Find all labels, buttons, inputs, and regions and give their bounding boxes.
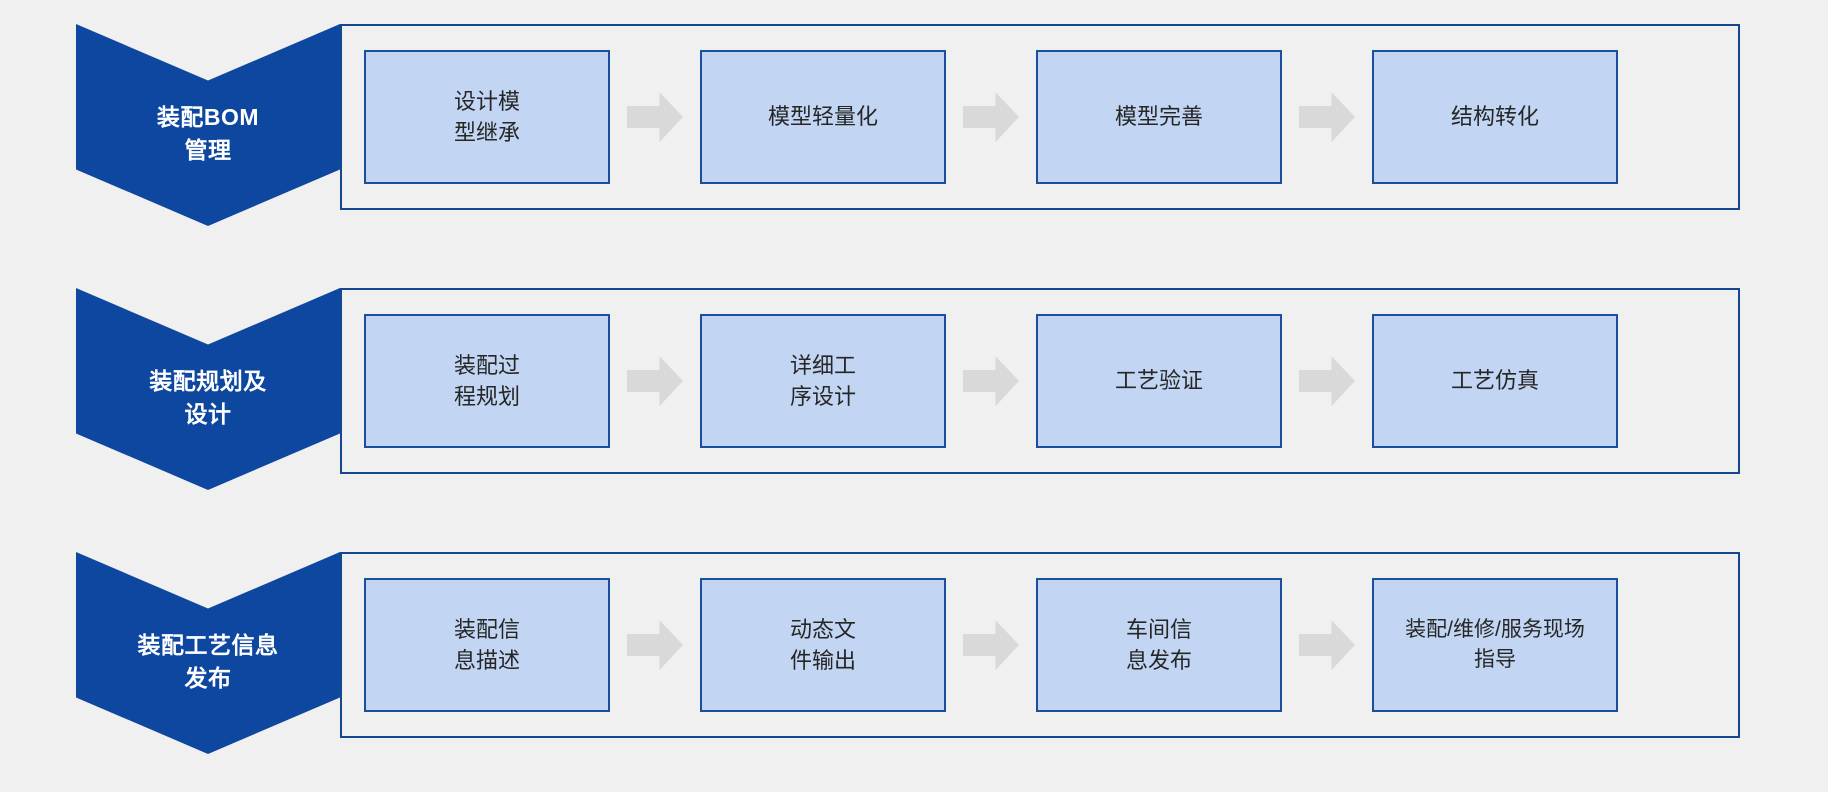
right-arrow-icon — [1299, 92, 1355, 142]
step-box-2-3[interactable]: 工艺验证 — [1036, 314, 1282, 448]
step-label-2-3: 工艺验证 — [1114, 368, 1203, 394]
step-label-1-4: 结构转化 — [1450, 104, 1539, 130]
stage-banner-label-1: 装配BOM 管理 — [156, 103, 260, 163]
stage-banner-label-2: 装配规划及 设计 — [149, 367, 267, 427]
right-arrow-icon — [963, 356, 1019, 406]
step-box-3-2[interactable]: 动态文 件输出 — [700, 578, 946, 712]
right-arrow-icon — [627, 620, 683, 670]
step-label-2-4: 工艺仿真 — [1450, 368, 1539, 394]
step-label-3-2: 动态文 件输出 — [789, 616, 856, 673]
step-label-1-2: 模型轻量化 — [767, 104, 878, 130]
step-box-1-2[interactable]: 模型轻量化 — [700, 50, 946, 184]
step-label-3-4: 装配/维修/服务现场 指导 — [1405, 618, 1585, 671]
step-box-1-4[interactable]: 结构转化 — [1372, 50, 1618, 184]
step-label-2-2: 详细工 序设计 — [789, 352, 856, 409]
right-arrow-icon — [963, 92, 1019, 142]
step-label-2-1: 装配过 程规划 — [453, 352, 520, 409]
step-box-3-1[interactable]: 装配信 息描述 — [364, 578, 610, 712]
step-label-3-1: 装配信 息描述 — [453, 616, 520, 673]
right-arrow-icon — [627, 92, 683, 142]
process-row-2: 装配规划及 设计 装配过 程规划 详细工 序设计 工艺验证 工艺仿真 — [0, 282, 1828, 494]
step-box-3-4[interactable]: 装配/维修/服务现场 指导 — [1372, 578, 1618, 712]
stage-banner-1[interactable]: 装配BOM 管理 — [76, 24, 340, 226]
step-label-1-3: 模型完善 — [1114, 104, 1203, 130]
steps-panel-3: 装配信 息描述 动态文 件输出 车间信 息发布 装配/维修/服务现场 指导 — [340, 552, 1740, 738]
step-label-1-1: 设计模 型继承 — [453, 88, 520, 145]
stage-banner-3[interactable]: 装配工艺信息 发布 — [76, 552, 340, 754]
process-row-1: 装配BOM 管理 设计模 型继承 模型轻量化 模型完善 结构转化 — [0, 18, 1828, 230]
right-arrow-icon — [963, 620, 1019, 670]
step-label-3-3: 车间信 息发布 — [1125, 616, 1192, 673]
step-box-1-1[interactable]: 设计模 型继承 — [364, 50, 610, 184]
step-box-2-2[interactable]: 详细工 序设计 — [700, 314, 946, 448]
process-row-3: 装配工艺信息 发布 装配信 息描述 动态文 件输出 车间信 息发布 装配/维修/… — [0, 546, 1828, 758]
right-arrow-icon — [1299, 356, 1355, 406]
stage-banner-2[interactable]: 装配规划及 设计 — [76, 288, 340, 490]
step-box-2-4[interactable]: 工艺仿真 — [1372, 314, 1618, 448]
right-arrow-icon — [1299, 620, 1355, 670]
step-box-3-3[interactable]: 车间信 息发布 — [1036, 578, 1282, 712]
right-arrow-icon — [627, 356, 683, 406]
stage-banner-label-3: 装配工艺信息 发布 — [137, 631, 279, 691]
steps-panel-2: 装配过 程规划 详细工 序设计 工艺验证 工艺仿真 — [340, 288, 1740, 474]
step-box-2-1[interactable]: 装配过 程规划 — [364, 314, 610, 448]
step-box-1-3[interactable]: 模型完善 — [1036, 50, 1282, 184]
steps-panel-1: 设计模 型继承 模型轻量化 模型完善 结构转化 — [340, 24, 1740, 210]
